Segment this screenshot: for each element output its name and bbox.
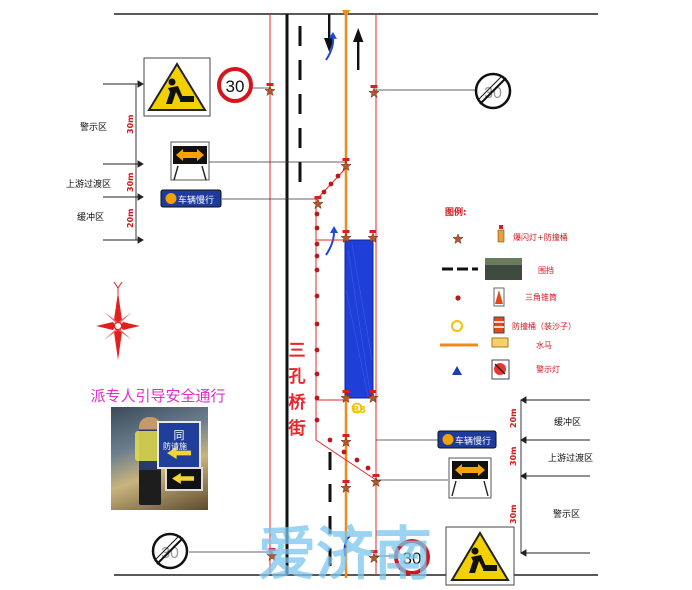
zone-label-transition-left: 上游过渡区 [66, 178, 111, 190]
left-zone-arrows [103, 80, 144, 244]
svg-text:车辆慢行: 车辆慢行 [178, 194, 214, 206]
dist-buffer-right: 20m [509, 409, 518, 428]
street-name: 三 孔 桥 街 [288, 341, 307, 439]
svg-text:30: 30 [484, 85, 502, 102]
dist-warning-left: 30m [126, 115, 135, 134]
photo-arrow-board [165, 467, 203, 491]
speed-limit-value-bottom: 30 [403, 549, 422, 568]
legend-item-cone: 三角锥筒 [525, 292, 557, 302]
legend-title: 图例: [445, 206, 467, 218]
legend-item-water-barrier: 水马 [536, 340, 552, 350]
slow-sign-left: 车辆慢行 [160, 189, 222, 208]
traffic-cones [314, 173, 371, 471]
street-name-char: 街 [288, 418, 306, 439]
direction-arrow-up [353, 28, 364, 70]
svg-text:车辆慢行: 车辆慢行 [455, 435, 491, 447]
legend-icons [440, 225, 522, 380]
legend-item-flash-lamp: 爆闪灯+防撞桶 [513, 232, 568, 242]
legend-item-sand-barrel: 防撞桶（装沙子） [512, 321, 576, 331]
legend-item-fence: 围挡 [538, 265, 554, 275]
end-limit-sign-bottom: 30 [151, 532, 189, 570]
zone-label-transition-right: 上游过渡区 [548, 452, 593, 464]
svg-text:30: 30 [161, 545, 179, 562]
speed-limit-value-top: 30 [226, 77, 245, 96]
blue-turn-arrow-bottom [343, 535, 351, 557]
lane-dash-line [298, 26, 332, 566]
barrel-label: 88 [352, 405, 366, 416]
arrow-board-bottom [448, 457, 492, 499]
street-name-char: 桥 [289, 393, 307, 413]
construction-sign-bottom [445, 526, 515, 586]
street-name-char: 三 [289, 341, 306, 361]
arrow-board-top [170, 141, 210, 181]
blue-turn-arrow-mid [325, 231, 335, 256]
legend-item-warning-light: 警示灯 [536, 364, 560, 374]
photo-board-text: 防请施 [163, 442, 187, 451]
zone-label-buffer-left: 缓冲区 [77, 211, 104, 223]
guide-photo: 同 防请施 [111, 407, 208, 510]
right-zone-arrows [520, 396, 590, 557]
zone-label-warning-right: 警示区 [553, 508, 580, 520]
speed-limit-sign-top: 30 [217, 67, 253, 103]
zone-label-warning-left: 警示区 [80, 121, 107, 133]
zone-label-buffer-right: 缓冲区 [554, 416, 581, 428]
slow-sign-right: 车辆慢行 [437, 430, 497, 449]
street-name-char: 孔 [289, 367, 306, 387]
photo-board-char: 同 [173, 429, 185, 442]
dist-buffer-left: 20m [126, 209, 135, 228]
end-limit-sign-top: 30 [474, 72, 512, 110]
guide-text: 派专人引导安全通行 [90, 387, 225, 405]
dist-transition-left: 30m [126, 173, 135, 192]
compass-icon [96, 281, 140, 360]
dist-transition-right: 30m [509, 447, 518, 466]
blue-turn-arrow-top [325, 37, 335, 61]
construction-sign-top [143, 57, 211, 117]
watermark: 爱济南 [258, 520, 432, 588]
direction-arrow-down [324, 14, 335, 52]
photo-sign-board: 同 [157, 421, 201, 469]
work-zone [344, 239, 374, 399]
speed-limit-sign-bottom: 30 [394, 539, 430, 575]
dist-warning-right: 30m [509, 505, 518, 524]
